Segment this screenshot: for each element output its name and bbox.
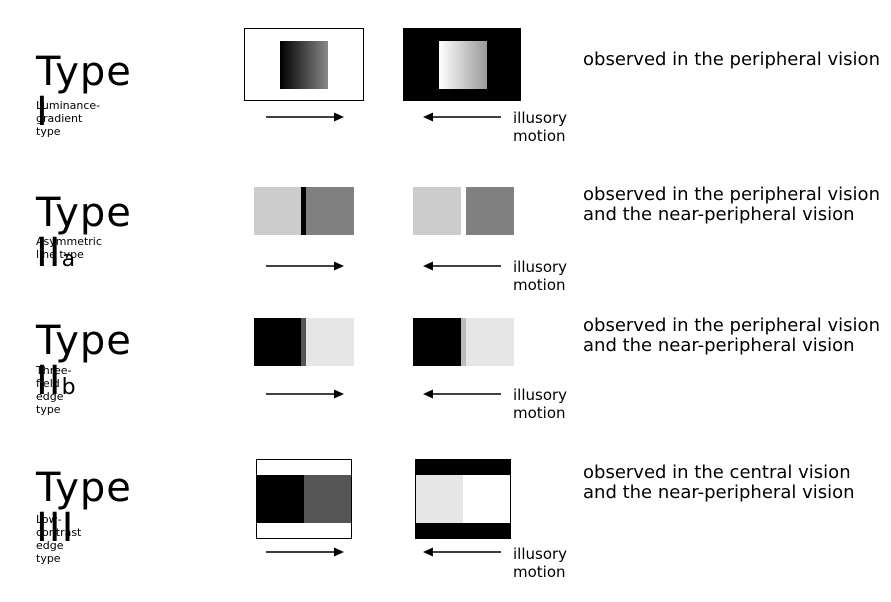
type-2b-left-black-field: [254, 318, 301, 366]
type-2a-left-light-field: [254, 187, 301, 235]
type-2b-subtitle: Three-field edge type: [36, 364, 72, 416]
type-3-left-black-field: [257, 475, 304, 523]
type-2b-title-suffix: b: [61, 375, 76, 400]
type-2b-left-arrow-icon: [423, 389, 501, 399]
type-2b-observation: observed in the peripheral vision and th…: [583, 315, 880, 356]
type-2a-right-mid-field: [466, 187, 514, 235]
type-1-right-arrow-icon: [266, 112, 344, 122]
type-3-title: Type III: [36, 468, 132, 555]
type-2a-observation: observed in the peripheral vision and th…: [583, 184, 880, 225]
type-3-left-gray-field: [304, 475, 351, 523]
type-2b-right-black-field: [413, 318, 461, 366]
type-3-left-arrow-icon: [423, 547, 501, 557]
type-3-subtitle: Low-contrast edge type: [36, 513, 82, 565]
type-2b-right-pale-field: [466, 318, 514, 366]
type-2a-illusory-label: illusory motion: [513, 258, 568, 294]
type-3-right-top-bar: [415, 459, 511, 475]
type-1-subtitle: Luminance-gradient type: [36, 99, 101, 138]
type-2b-right-arrow-icon: [266, 389, 344, 399]
type-2b-illusory-label: illusory motion: [513, 386, 568, 422]
type-2a-left-black-line: [301, 187, 306, 235]
type-1-title-text: Type I: [36, 49, 132, 135]
type-1-right-gradient-square: [439, 41, 487, 89]
type-2a-subtitle: Asymmetric line type: [36, 235, 102, 261]
type-2b-title-text: Type II: [36, 318, 132, 404]
type-2b-title: Type IIb: [36, 321, 132, 408]
type-1-left-arrow-icon: [423, 112, 501, 122]
type-1-observation: observed in the peripheral vision: [583, 49, 880, 70]
type-2a-left-arrow-icon: [423, 261, 501, 271]
type-2b-left-edge-sliver: [301, 318, 306, 366]
type-3-right-arrow-icon: [266, 547, 344, 557]
type-2b-left-pale-field: [306, 318, 354, 366]
type-2a-title-text: Type II: [36, 190, 132, 276]
type-2a-title: Type IIa: [36, 193, 132, 280]
type-3-right-pale-field: [416, 475, 463, 523]
type-3-observation: observed in the central vision and the n…: [583, 462, 855, 503]
type-1-left-gradient-square: [280, 41, 328, 89]
type-3-title-text: Type III: [36, 465, 132, 551]
type-3-illusory-label: illusory motion: [513, 545, 568, 581]
type-1-title: Type I: [36, 52, 132, 139]
type-2a-title-suffix: a: [61, 247, 76, 272]
type-2a-right-arrow-icon: [266, 261, 344, 271]
type-2a-left-mid-field: [306, 187, 354, 235]
type-2b-right-edge-sliver: [461, 318, 466, 366]
type-1-illusory-label: illusory motion: [513, 109, 568, 145]
type-2a-right-light-field: [413, 187, 461, 235]
type-3-right-bottom-bar: [415, 523, 511, 539]
